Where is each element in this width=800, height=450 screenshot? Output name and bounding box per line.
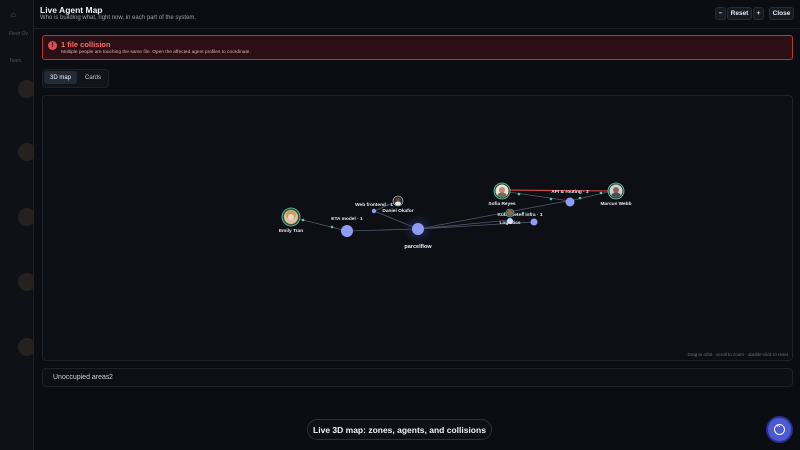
alert-title: 1 file collision — [61, 40, 111, 49]
link-dot — [521, 211, 525, 215]
agent-map-canvas[interactable]: parcelflow ETA model · 1 Web frontend · … — [42, 95, 793, 361]
close-button[interactable]: Close — [769, 7, 794, 20]
agent-name: Marcus Webb — [600, 201, 631, 207]
home-icon: ⌂ — [11, 10, 16, 19]
zone-node[interactable] — [371, 208, 377, 214]
link-line — [417, 221, 535, 230]
zone-node[interactable] — [341, 225, 353, 237]
background-label: Team — [9, 58, 22, 64]
zone-label: Web frontend · 1 — [355, 202, 393, 208]
unoccupied-count: 2 — [109, 374, 113, 381]
agent-avatar[interactable] — [505, 208, 515, 218]
agent-name: Emily Tran — [279, 228, 303, 234]
zone-label: ETA model · 1 — [331, 216, 363, 222]
zone-label: Kubernetes infra · 1 — [497, 212, 542, 218]
link-dot — [549, 197, 553, 201]
alert-icon: ! — [48, 41, 57, 50]
avatar — [18, 80, 36, 98]
tab-3d-map[interactable]: 3D map — [44, 71, 78, 84]
link-line — [501, 190, 571, 202]
tab-cards[interactable]: Cards — [85, 74, 102, 81]
link-dot — [301, 218, 305, 222]
zone-label: API & routing · 2 — [551, 189, 589, 195]
agent-name: Sofia Reyes — [488, 201, 516, 207]
view-tabs: 3D map Cards — [42, 69, 110, 88]
zone-label: Logistics — [499, 220, 520, 226]
zoom-in-button[interactable]: + — [753, 7, 764, 20]
dialog-subtitle: Who is building what, right now, in each… — [40, 15, 197, 21]
hub-label: parcelflow — [404, 244, 432, 250]
agent-name: Daniel Okafor — [382, 208, 413, 214]
agent-avatar[interactable] — [392, 195, 404, 207]
link-dot — [517, 192, 521, 196]
chat-icon — [774, 424, 785, 435]
live-agent-map-dialog: Live Agent Map Who is building what, rig… — [33, 0, 800, 450]
link-dot — [599, 191, 603, 195]
link-line — [417, 200, 568, 230]
map-controls-hint: Drag to orbit · scroll to zoom · double-… — [687, 352, 788, 357]
unoccupied-label: Unoccupied areas — [53, 374, 110, 381]
agent-avatar[interactable] — [281, 207, 301, 227]
zoom-out-button[interactable]: − — [715, 7, 726, 20]
collision-alert: ! 1 file collision Multiple people are t… — [42, 35, 793, 60]
link-dot — [578, 196, 582, 200]
caption-pill: Live 3D map: zones, agents, and collisio… — [307, 419, 492, 440]
unoccupied-areas-panel[interactable]: Unoccupied areas 2 — [42, 368, 793, 387]
collision-line — [501, 189, 617, 192]
background-label: Fleet Ov — [9, 31, 28, 37]
link-line — [290, 216, 348, 232]
reset-button[interactable]: Reset — [727, 7, 752, 20]
dialog-header: Live Agent Map Who is building what, rig… — [34, 0, 800, 29]
zone-node[interactable] — [530, 218, 538, 226]
hub-node[interactable] — [412, 223, 424, 235]
dialog-title: Live Agent Map — [40, 5, 103, 15]
agent-avatar[interactable] — [607, 182, 625, 200]
avatar — [18, 208, 36, 226]
assistant-fab-button[interactable]: ^ — [768, 418, 791, 441]
avatar — [18, 273, 36, 291]
arrow-up-icon: ^ — [777, 425, 780, 431]
map-graph: parcelflow ETA model · 1 Web frontend · … — [279, 182, 632, 250]
link-dot — [330, 225, 334, 229]
zone-node[interactable] — [507, 218, 513, 224]
agent-avatar[interactable] — [493, 182, 511, 200]
avatar — [18, 143, 36, 161]
background-sidebar: ⌂ Fleet Ov Team — [0, 0, 36, 450]
alert-text: Multiple people are touching the same fi… — [61, 50, 251, 55]
avatar — [18, 338, 36, 356]
zone-node[interactable] — [565, 197, 575, 207]
